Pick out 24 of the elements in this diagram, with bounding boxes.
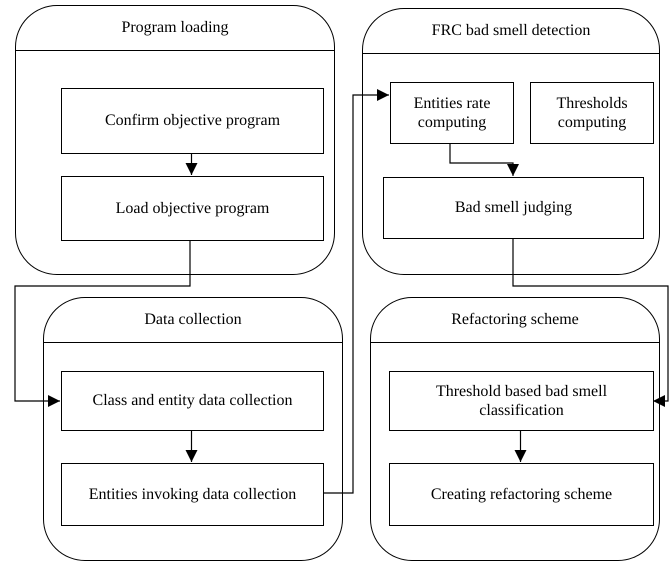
group-panel <box>15 5 335 275</box>
process-box: Class and entity data collection <box>61 371 324 431</box>
arrow <box>512 238 669 407</box>
panel-title: Program loading <box>121 18 229 38</box>
arrow <box>14 240 191 407</box>
arrow <box>514 430 526 462</box>
panel-title: Data collection <box>144 310 242 330</box>
panel-title: Refactoring scheme <box>451 310 579 330</box>
process-box: Entities rate computing <box>390 82 514 144</box>
process-box: Load objective program <box>61 176 324 241</box>
group-panel <box>362 8 660 275</box>
process-box: Entities invoking data collection <box>61 463 324 526</box>
panel-title: FRC bad smell detection <box>432 21 590 41</box>
process-box: Bad smell judging <box>383 177 644 239</box>
process-box: Creating refactoring scheme <box>389 463 654 526</box>
process-box: Thresholds computing <box>530 82 654 144</box>
arrow <box>186 153 198 175</box>
group-panel <box>43 297 343 561</box>
arrow <box>449 143 519 176</box>
group-panel <box>370 297 660 561</box>
arrow <box>186 430 198 462</box>
process-box: Threshold based bad smell classification <box>389 371 654 431</box>
arrow <box>323 89 389 494</box>
process-box: Confirm objective program <box>61 88 324 154</box>
